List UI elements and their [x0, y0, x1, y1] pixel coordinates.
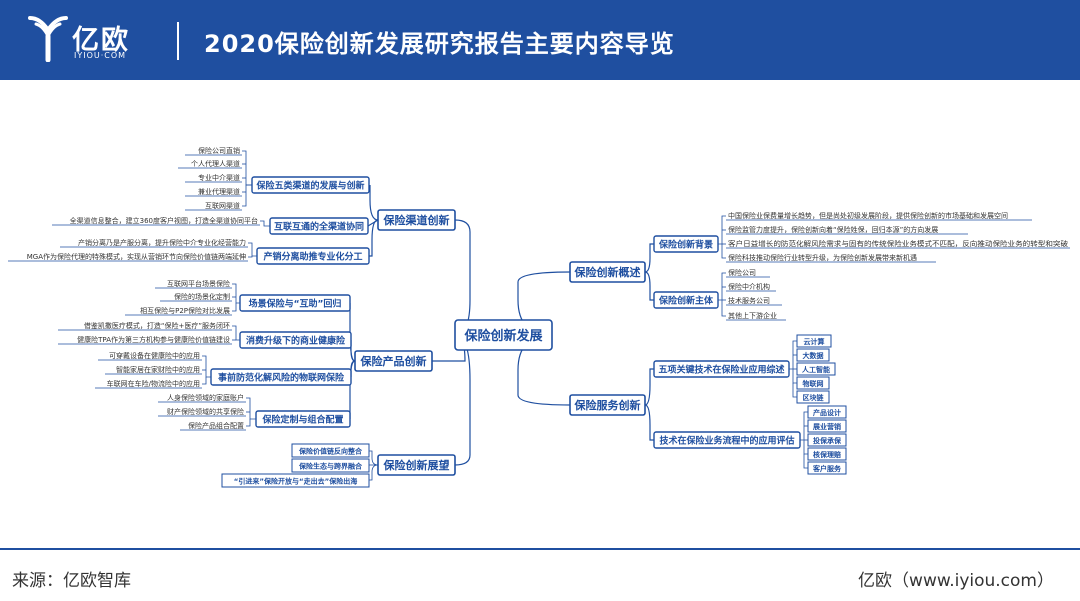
page-title: 2020保险创新发展研究报告主要内容导览: [204, 30, 675, 58]
leaf-group-five-channels: 保险公司直销 个人代理人渠道 专业中介渠道 兼业代理渠道 互联网渠道: [178, 146, 242, 211]
leaf-item: 个人代理人渠道: [191, 159, 240, 168]
leaf-group-tech-eval: 产品设计 展业营销 投保承保 核保理赔 客户服务: [807, 405, 847, 475]
leaf-item: 相互保险与P2P保险对比发展: [140, 306, 230, 315]
leaf-item: 兼业代理渠道: [198, 187, 240, 196]
r2-tech-eval-label: 技术在保险业务流程中的应用评估: [659, 435, 794, 447]
leaf-group-outlook: 保险价值链反向整合 保险生态与跨界融合 “引进来”保险开放与“走出去”保险出海: [221, 443, 370, 488]
logo: 亿欧 IYIOU·COM: [28, 14, 158, 66]
logo-subtext: IYIOU·COM: [74, 51, 127, 60]
r1-overview-node: 保险创新概述: [569, 261, 646, 283]
leaf-group-omni: 全渠道信息整合，建立360度客户视图，打造全渠道协同平台: [52, 216, 260, 226]
leaf-item: 保险生态与跨界融合: [298, 462, 363, 471]
leaf-item: 技术服务公司: [728, 296, 770, 305]
leaf-group-specialization: 产销分离乃是产服分离，提升保险中介专业化经营能力 MGA作为保险代理的特殊模式，…: [8, 238, 248, 262]
r2-five-tech-node: 五项关键技术在保险业应用综述: [653, 360, 790, 378]
leaf-item: 全渠道信息整合，建立360度客户视图，打造全渠道协同平台: [70, 216, 258, 225]
l2-custom-config-label: 保险定制与组合配置: [261, 414, 343, 426]
r2-subject-node: 保险创新主体: [653, 291, 719, 309]
leaf-item: 保险公司直销: [198, 146, 240, 155]
l2-specialization-label: 产销分离助推专业化分工: [263, 251, 362, 263]
leaf-item: 智能家居在家财险中的应用: [116, 365, 200, 374]
leaf-group-iot: 可穿戴设备在健康险中的应用 智能家居在家财险中的应用 车联网在车险/物流险中的应…: [95, 351, 202, 389]
leaf-item: 区块链: [803, 393, 824, 402]
l2-health-insurance-label: 消费升级下的商业健康险: [246, 335, 346, 347]
l2-five-channels-label: 保险五类渠道的发展与创新: [255, 180, 364, 192]
leaf-item: 可穿戴设备在健康险中的应用: [109, 351, 200, 360]
leaf-item: 其他上下游企业: [728, 311, 777, 320]
leaf-item: 健康险TPA作为第三方机构参与健康险价值链建设: [77, 335, 230, 344]
leaf-item: 财产保险领域的共享保险: [167, 407, 244, 416]
r1-overview-label: 保险创新概述: [574, 265, 641, 279]
leaf-item: 保险公司: [728, 268, 756, 277]
leaf-item: 中国保险业保费量增长趋势，但是尚处初级发展阶段，提供保险创新的市场基础和发展空间: [728, 211, 1008, 220]
leaf-item: 车联网在车险/物流险中的应用: [107, 379, 200, 388]
l2-five-channels-node: 保险五类渠道的发展与创新: [251, 176, 370, 194]
l2-iot-insurance-label: 事前防范化解风险的物联网保险: [218, 372, 345, 384]
l1-channel-label: 保险渠道创新: [383, 213, 450, 227]
leaf-item: 保险产品组合配置: [188, 421, 244, 430]
leaf-item: 云计算: [804, 337, 825, 346]
leaf-group-subject: 保险公司 保险中介机构 技术服务公司 其他上下游企业: [726, 268, 786, 321]
leaf-group-health: 借鉴凯撒医疗模式，打造“保险+医疗”服务闭环 健康险TPA作为第三方机构参与健康…: [58, 321, 232, 345]
footer-divider: [0, 548, 1080, 550]
root-label: 保险创新发展: [463, 328, 543, 344]
leaf-item: 互联网渠道: [205, 201, 240, 210]
leaf-item: 保险科技推动保险行业转型升级，为保险创新发展带来新机遇: [728, 253, 917, 262]
leaf-item: 产品设计: [813, 408, 841, 417]
footer-site: 亿欧（www.iyiou.com）: [858, 571, 1054, 591]
leaf-item: 借鉴凯撒医疗模式，打造“保险+医疗”服务闭环: [84, 321, 230, 330]
leaf-item: 互联网平台场景保险: [167, 279, 230, 288]
logo-text: 亿欧: [72, 25, 130, 56]
leaf-item: 投保承保: [813, 436, 842, 445]
leaf-item: 保险的场景化定制: [174, 292, 230, 301]
header-divider: [177, 22, 179, 60]
r1-service-node: 保险服务创新: [569, 394, 646, 416]
leaf-item: 客户日益增长的防范化解风险需求与固有的传统保险业务模式不匹配，反向推动保险业务的…: [728, 239, 1068, 248]
r1-service-label: 保险服务创新: [574, 398, 641, 412]
leaf-item: 物联网: [803, 379, 824, 388]
leaf-item: 人工智能: [802, 365, 830, 374]
l1-outlook-label: 保险创新展望: [383, 458, 450, 472]
logo-mark-icon: [28, 16, 68, 62]
l2-scene-insurance-label: 场景保险与“互助”回归: [249, 298, 342, 310]
mindmap-connectors: [202, 150, 808, 481]
leaf-group-custom: 人身保险领域的家庭账户 财产保险领域的共享保险 保险产品组合配置: [158, 393, 246, 431]
r2-background-label: 保险创新背景: [658, 239, 713, 251]
leaf-item: MGA作为保险代理的特殊模式，实现从营销环节向保险价值链两端延伸: [27, 252, 246, 261]
l1-channel-node: 保险渠道创新: [377, 209, 456, 231]
leaf-item: 产销分离乃是产服分离，提升保险中介专业化经营能力: [78, 238, 246, 247]
r2-subject-label: 保险创新主体: [658, 295, 714, 307]
l1-outlook-node: 保险创新展望: [377, 454, 456, 476]
root-node: 保险创新发展: [454, 319, 553, 351]
r2-five-tech-label: 五项关键技术在保险业应用综述: [658, 364, 784, 376]
l2-custom-config-node: 保险定制与组合配置: [255, 410, 351, 428]
l2-health-insurance-node: 消费升级下的商业健康险: [239, 331, 352, 349]
l2-iot-insurance-node: 事前防范化解风险的物联网保险: [210, 368, 352, 386]
leaf-item: 客户服务: [812, 464, 842, 473]
leaf-item: 保险中介机构: [728, 282, 770, 291]
leaf-item: 人身保险领域的家庭账户: [167, 393, 244, 402]
leaf-item: 展业营销: [812, 422, 841, 431]
l1-product-node: 保险产品创新: [354, 350, 433, 372]
leaf-group-scene: 互联网平台场景保险 保险的场景化定制 相互保险与P2P保险对比发展: [125, 279, 232, 316]
l2-omni-channel-node: 互联互通的全渠道协同: [269, 217, 369, 235]
leaf-item: 大数据: [803, 351, 824, 360]
leaf-group-five-tech: 云计算 大数据 人工智能 物联网 区块链: [796, 334, 836, 404]
leaf-item: 核保理赔: [813, 450, 841, 459]
leaf-item: “引进来”保险开放与“走出去”保险出海: [234, 477, 357, 486]
leaf-item: 专业中介渠道: [198, 173, 240, 182]
leaf-group-background: 中国保险业保费量增长趋势，但是尚处初级发展阶段，提供保险创新的市场基础和发展空间…: [726, 211, 1070, 263]
footer-source: 来源：亿欧智库: [12, 571, 131, 591]
leaf-item: 保险监管力度提升，保险创新向着“保险姓保，回归本源”的方向发展: [728, 225, 938, 234]
l2-scene-insurance-node: 场景保险与“互助”回归: [239, 294, 351, 312]
l1-product-label: 保险产品创新: [360, 354, 427, 368]
r2-tech-eval-node: 技术在保险业务流程中的应用评估: [653, 431, 801, 449]
r2-background-node: 保险创新背景: [653, 235, 719, 253]
header-banner: 亿欧 IYIOU·COM 2020保险创新发展研究报告主要内容导览: [0, 0, 1080, 80]
l2-omni-channel-label: 互联互通的全渠道协同: [274, 221, 364, 233]
leaf-item: 保险价值链反向整合: [298, 447, 363, 456]
l2-specialization-node: 产销分离助推专业化分工: [256, 247, 370, 265]
